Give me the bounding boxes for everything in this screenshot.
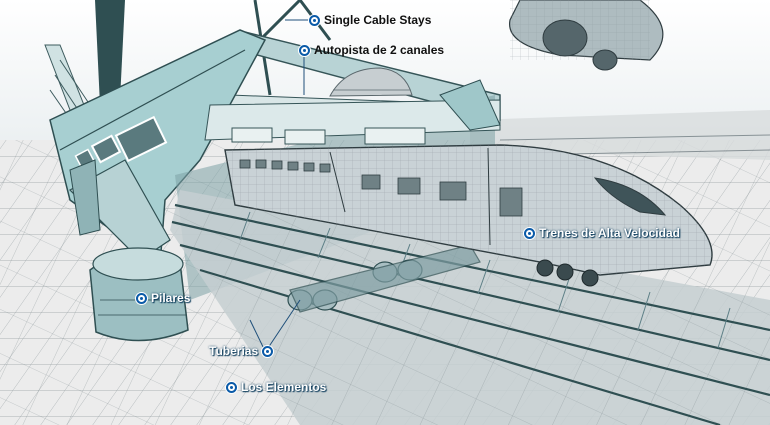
callout-trenes: Trenes de Alta Velocidad	[524, 226, 680, 240]
callout-label: Tuberias	[209, 344, 259, 358]
callout-marker-icon[interactable]	[309, 14, 320, 26]
callout-marker-icon[interactable]	[136, 292, 147, 304]
callout-single-cable-stays: Single Cable Stays	[309, 13, 431, 27]
callout-los-elementos: Los Elementos	[226, 380, 326, 394]
callout-pilares: Pilares	[136, 291, 190, 305]
track-bed	[170, 190, 770, 425]
floating-vehicle	[509, 0, 664, 71]
callout-label: Autopista de 2 canales	[314, 43, 445, 57]
callout-label: Single Cable Stays	[324, 13, 432, 27]
callout-tuberias: Tuberias	[209, 344, 274, 358]
callout-label: Los Elementos	[241, 380, 327, 394]
callout-autopista: Autopista de 2 canales	[299, 43, 444, 57]
callout-marker-icon[interactable]	[262, 345, 274, 357]
high-speed-train	[224, 144, 713, 287]
pipes	[287, 244, 481, 313]
callout-label: Trenes de Alta Velocidad	[539, 226, 680, 240]
callout-label: Pilares	[151, 291, 191, 305]
pillar	[69, 159, 189, 342]
structure-wedge	[439, 79, 501, 131]
callout-marker-icon[interactable]	[299, 44, 310, 56]
callout-marker-icon[interactable]	[226, 381, 237, 393]
callout-marker-icon[interactable]	[524, 227, 535, 239]
